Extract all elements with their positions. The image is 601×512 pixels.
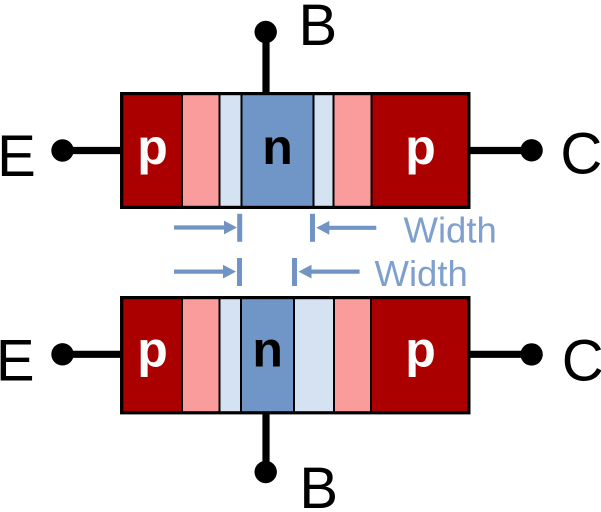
svg-text:p: p (405, 119, 436, 175)
svg-text:B: B (299, 456, 338, 512)
svg-text:C: C (562, 329, 601, 394)
svg-text:p: p (137, 322, 168, 378)
svg-text:B: B (299, 0, 338, 58)
svg-text:E: E (0, 124, 36, 189)
svg-text:C: C (560, 122, 601, 187)
svg-text:Width: Width (404, 210, 497, 251)
svg-text:Width: Width (375, 253, 468, 294)
svg-text:n: n (262, 119, 293, 175)
svg-text:n: n (252, 322, 283, 378)
svg-text:p: p (405, 322, 436, 378)
svg-text:E: E (0, 329, 35, 394)
svg-text:p: p (137, 119, 168, 175)
